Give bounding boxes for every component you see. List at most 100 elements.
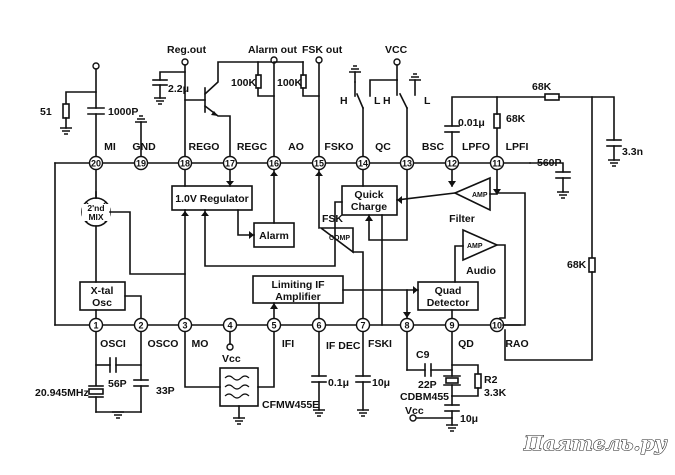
pin-11: 11 <box>489 155 505 171</box>
label-r2-val: 3.3K <box>484 387 507 399</box>
svg-text:2'nd: 2'nd <box>87 203 104 213</box>
label-560p: 560P <box>537 157 562 169</box>
label-alarm-out: Alarm out <box>248 44 298 56</box>
svg-text:Osc: Osc <box>92 297 112 309</box>
pin-label-bsc: BSC <box>422 141 445 153</box>
svg-text:AMP: AMP <box>472 192 488 199</box>
pin-20: 20 <box>88 155 104 171</box>
pin-8: 8 <box>399 317 415 333</box>
svg-text:2: 2 <box>138 321 143 331</box>
svg-text:1: 1 <box>93 321 98 331</box>
svg-text:Amplifier: Amplifier <box>275 291 321 303</box>
svg-text:14: 14 <box>358 159 368 169</box>
label-10u-fski: 10μ <box>372 377 390 389</box>
pin-18: 18 <box>177 155 193 171</box>
pin-10: 10 <box>489 317 505 333</box>
pin-label-ao: AO <box>288 141 304 153</box>
label-crystal: 20.945MHz <box>35 387 89 399</box>
label-10u-qd: 10μ <box>460 413 478 425</box>
svg-text:Limiting IF: Limiting IF <box>271 279 325 291</box>
label-sw-l2: L <box>424 95 431 107</box>
svg-text:Detector: Detector <box>427 297 470 309</box>
pin-17: 17 <box>222 155 238 171</box>
top-pin-labels: MI GND REGO REGC AO FSKO QC BSC LPFO LPF… <box>104 141 528 153</box>
svg-text:16: 16 <box>269 159 279 169</box>
quick-charge-block: Quick Charge <box>341 185 398 216</box>
quad-detector-block: Quad Detector <box>417 281 479 311</box>
pin-label-mo: MO <box>192 338 209 350</box>
pin-label-rego: REGO <box>189 141 220 153</box>
pin-label-rao: RAO <box>505 338 528 350</box>
pin-5: 5 <box>266 317 282 333</box>
pin-14: 14 <box>355 155 371 171</box>
pin-label-fsko: FSKO <box>324 141 353 153</box>
pin-2: 2 <box>133 317 149 333</box>
svg-text:FSK: FSK <box>322 213 343 225</box>
pin-label-ifdec: IF DEC <box>326 340 361 352</box>
pin-1: 1 <box>88 317 104 333</box>
pin-6: 6 <box>311 317 327 333</box>
pin-label-qd: QD <box>458 338 474 350</box>
svg-text:AMP: AMP <box>467 243 483 250</box>
svg-text:5: 5 <box>271 321 276 331</box>
svg-text:18: 18 <box>180 159 190 169</box>
pin-19: 19 <box>133 155 149 171</box>
pin-4: 4 <box>222 317 238 333</box>
svg-text:10: 10 <box>492 321 502 331</box>
svg-text:Filter: Filter <box>449 213 475 225</box>
second-mixer: 2'nd MIX <box>81 197 111 227</box>
pin-label-gnd: GND <box>132 141 156 153</box>
limiting-if-amp-block: Limiting IF Amplifier <box>252 275 344 304</box>
svg-text:Audio: Audio <box>466 265 496 277</box>
svg-text:12: 12 <box>447 159 457 169</box>
svg-text:Quick: Quick <box>354 189 383 201</box>
label-vcc-top: VCC <box>385 44 408 56</box>
label-0u1: 0.1μ <box>328 377 349 389</box>
svg-text:17: 17 <box>225 159 235 169</box>
svg-text:19: 19 <box>136 159 146 169</box>
svg-text:4: 4 <box>227 321 232 331</box>
svg-text:20: 20 <box>91 159 101 169</box>
label-vcc-pin4: Vcc <box>222 353 241 365</box>
label-c9: C9 <box>416 349 430 361</box>
label-22p: 22P <box>418 379 437 391</box>
label-51: 51 <box>40 106 52 118</box>
label-100k-b: 100K <box>277 77 303 89</box>
svg-text:11: 11 <box>492 159 502 169</box>
svg-text:X-tal: X-tal <box>91 285 114 297</box>
pin-13: 13 <box>399 155 415 171</box>
pin-label-fski: FSKI <box>368 338 392 350</box>
svg-text:9: 9 <box>449 321 454 331</box>
filter-amp: AMP Filter <box>449 176 491 225</box>
fsk-comparator: FSK COMP <box>318 213 354 254</box>
pin-label-osci: OSCI <box>100 338 126 350</box>
svg-text:1.0V Regulator: 1.0V Regulator <box>175 193 249 205</box>
label-3n3: 3.3n <box>622 146 643 158</box>
regulator-block: 1.0V Regulator <box>171 185 253 211</box>
xtal-osc-block: X-tal Osc <box>79 281 126 311</box>
alarm-block: Alarm <box>253 222 295 248</box>
label-sw-h1: H <box>340 95 348 107</box>
pin-3: 3 <box>177 317 193 333</box>
svg-text:COMP: COMP <box>329 235 350 242</box>
label-cfmw: CFMW455E <box>262 399 319 411</box>
pin-15: 15 <box>311 155 327 171</box>
external-top: 1000P 51 Reg.out 2.2μ Alarm out <box>40 44 643 361</box>
pin-label-qc: QC <box>375 141 391 153</box>
pin-label-ifi: IFI <box>282 338 294 350</box>
label-100k-a: 100K <box>231 77 257 89</box>
label-sw-l1: L <box>374 95 381 107</box>
pin-7: 7 <box>355 317 371 333</box>
watermark: Паятель.ру <box>523 431 667 455</box>
pin-9: 9 <box>444 317 460 333</box>
svg-text:Charge: Charge <box>351 201 387 213</box>
svg-text:6: 6 <box>316 321 321 331</box>
label-68k-mid: 68K <box>506 113 526 125</box>
pin-label-lpfo: LPFO <box>462 141 490 153</box>
label-sw-h2: H <box>383 95 391 107</box>
label-68k-top: 68K <box>532 81 552 93</box>
svg-text:Alarm: Alarm <box>259 230 289 242</box>
svg-text:7: 7 <box>360 321 365 331</box>
pin-label-regc: REGC <box>237 141 268 153</box>
